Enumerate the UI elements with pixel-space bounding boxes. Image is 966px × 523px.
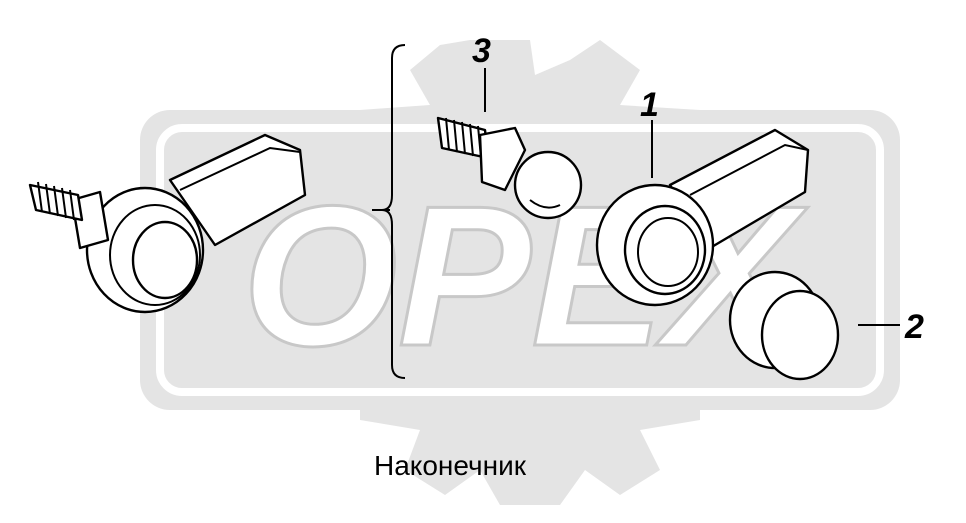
assembled-stud-nut: [70, 190, 110, 250]
callout-3: 3: [472, 32, 491, 70]
assembled-cap: [131, 220, 199, 300]
assembled-housing-ring: [109, 204, 201, 306]
assembled-shank-edge: [179, 146, 301, 191]
diagram-caption: Наконечник: [374, 450, 526, 481]
ball-stud-ball-highlight: [529, 199, 561, 209]
assembled-shank: [168, 133, 307, 247]
housing-bore-inner: [637, 217, 699, 287]
ball-stud-part-3: [436, 116, 583, 220]
callout-2: 2: [904, 308, 924, 346]
assembled-threaded-stud: [28, 181, 84, 222]
cap-part-2: [728, 270, 840, 381]
assembled-tie-rod-end: [28, 133, 307, 314]
housing-shank-edge: [689, 143, 809, 196]
housing-part-1: [595, 128, 810, 307]
callout-1: 1: [640, 86, 659, 124]
housing-bore: [623, 204, 707, 296]
ball-stud-flange: [478, 126, 527, 192]
cap-face: [760, 289, 840, 381]
